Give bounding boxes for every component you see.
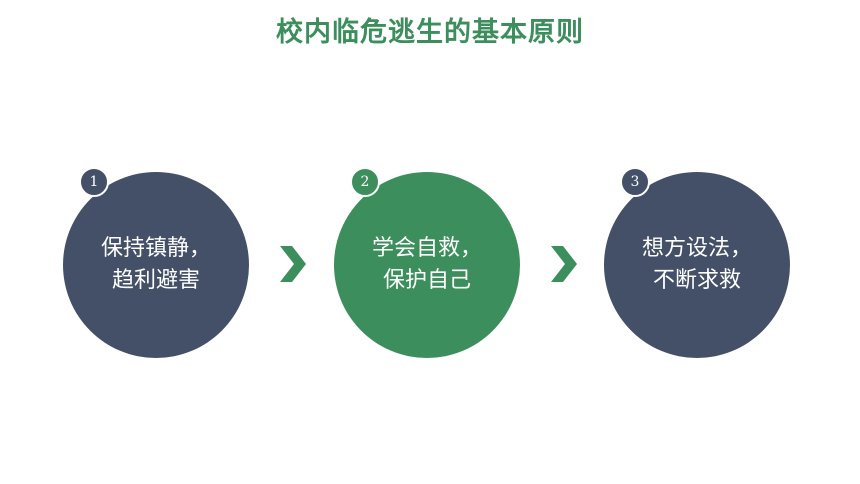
- step-2-line-1: 学会自救，: [371, 236, 482, 261]
- step-3-line-2: 不断求救: [652, 268, 741, 293]
- step-1-line-1: 保持镇静，: [100, 236, 211, 261]
- step-circle-3: 3 想方设法， 不断求救: [604, 167, 790, 358]
- step-1-line-2: 趋利避害: [111, 268, 200, 293]
- step-number-badge-3: 3: [620, 167, 650, 197]
- chevron-right-icon: [551, 246, 577, 282]
- step-text-2: 学会自救， 保护自己: [372, 233, 482, 297]
- step-2-line-2: 保护自己: [382, 268, 471, 293]
- chevron-right-icon: [280, 246, 306, 282]
- page-title: 校内临危逃生的基本原则: [276, 17, 584, 48]
- step-circle-1: 1 保持镇静， 趋利避害: [63, 167, 249, 358]
- step-number-badge-1: 1: [79, 167, 109, 197]
- step-3-line-1: 想方设法，: [641, 236, 752, 261]
- step-text-3: 想方设法， 不断求救: [642, 233, 752, 297]
- step-circle-2: 2 学会自救， 保护自己: [334, 167, 520, 358]
- step-text-1: 保持镇静， 趋利避害: [101, 233, 211, 297]
- step-number-badge-2: 2: [350, 167, 380, 197]
